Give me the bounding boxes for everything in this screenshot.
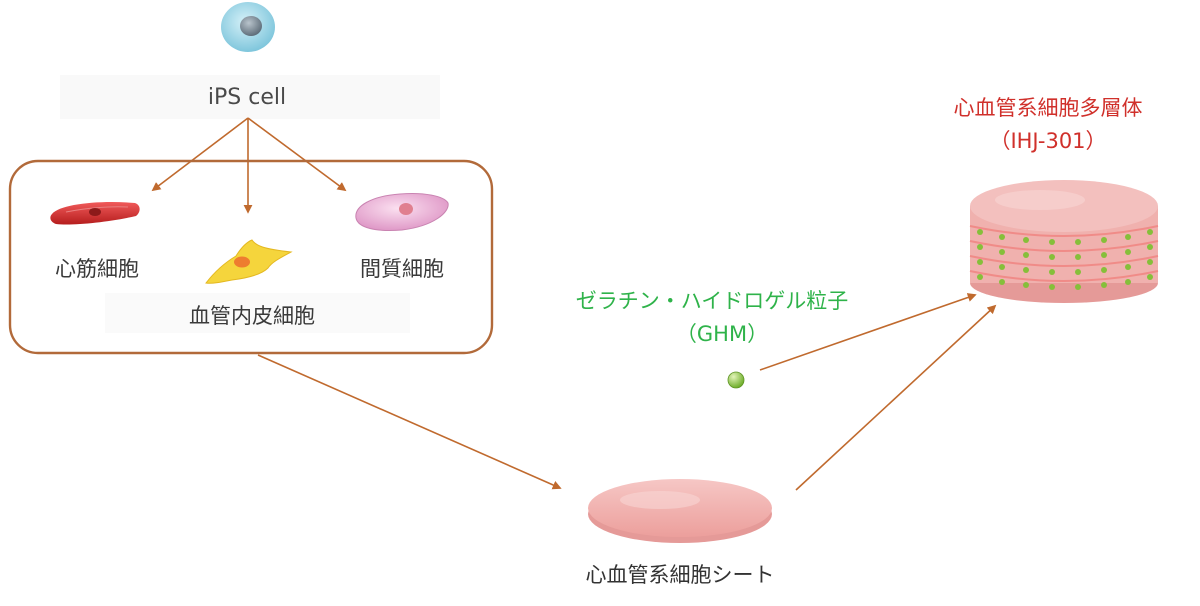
endothelial-cell-icon bbox=[205, 239, 293, 284]
arrow-sheet-to-multilayer bbox=[795, 304, 997, 491]
endothelial-label: 血管内皮細胞 bbox=[189, 304, 315, 328]
arrows-to-multilayer bbox=[759, 293, 997, 491]
arrow-to-mesenchymal bbox=[247, 117, 347, 192]
multilayer-label: 心血管系細胞多層体 bbox=[953, 96, 1143, 120]
differentiation-arrows bbox=[151, 117, 347, 214]
gelatin-particle-icon bbox=[727, 371, 745, 389]
cell-sheet-label: 心血管系細胞シート bbox=[585, 563, 775, 587]
gelatin-particle-label: ゼラチン・ハイドロゲル粒子 bbox=[575, 289, 849, 313]
arrow-particle-to-multilayer bbox=[759, 293, 977, 371]
cell-multilayer-icon bbox=[969, 180, 1159, 303]
arrow-to-cardiomyocyte bbox=[151, 117, 249, 192]
multilayer-code: （IHJ-301） bbox=[989, 129, 1107, 153]
cell-sheet-icon bbox=[588, 479, 772, 543]
gelatin-particle-abbr: （GHM） bbox=[675, 322, 769, 346]
ips-cell-label: iPS cell bbox=[207, 85, 287, 110]
cardiomyocyte-label: 心筋細胞 bbox=[55, 257, 139, 281]
mesenchymal-cell-icon bbox=[355, 193, 449, 231]
differentiated-cells-group bbox=[8, 159, 494, 355]
cardiomyocyte-icon bbox=[50, 202, 140, 225]
arrow-to-cell-sheet bbox=[257, 354, 562, 490]
ips-cell-icon bbox=[221, 2, 275, 52]
ips-label-panel bbox=[60, 75, 440, 119]
endothelial-label-panel bbox=[105, 293, 410, 333]
mesenchymal-label: 間質細胞 bbox=[360, 257, 444, 281]
